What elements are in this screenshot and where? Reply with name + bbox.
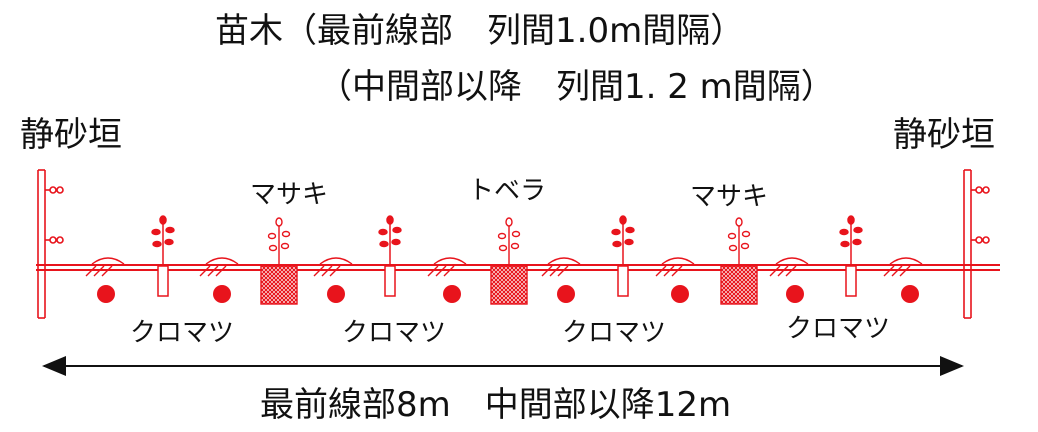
plant-label-kuromatsu-4: クロマツ xyxy=(786,314,891,344)
masaki-shrub-1 xyxy=(260,217,298,305)
title-line-2: （中間部以降 列間1. 2 m間隔） xyxy=(318,67,835,107)
plant-label-kuromatsu-3: クロマツ xyxy=(562,318,667,348)
mounds xyxy=(85,257,923,277)
mound xyxy=(85,257,125,277)
fence-label-left: 静砂垣 xyxy=(20,115,122,155)
plant-label-kuromatsu-1: クロマツ xyxy=(130,318,235,348)
kuromatsu-seedling xyxy=(611,215,635,297)
fence-label-right: 静砂垣 xyxy=(893,115,995,155)
kuromatsu-seedling xyxy=(151,215,175,297)
sand-fence-right xyxy=(963,169,990,319)
mound xyxy=(769,257,809,277)
mound xyxy=(313,257,353,277)
root-balls xyxy=(97,285,919,303)
plant-label-tobera: トベラ xyxy=(468,176,547,206)
dimension-label: 最前線部8m 中間部以降12m xyxy=(260,385,732,425)
plant-label-masaki-1: マサキ xyxy=(250,180,329,210)
shrubs xyxy=(260,217,758,305)
plant-label-masaki-2: マサキ xyxy=(690,182,769,212)
title-line-1: 苗木（最前線部 列間1.0m間隔） xyxy=(215,11,745,51)
mound xyxy=(655,257,695,277)
kuromatsu-seedling xyxy=(378,215,402,297)
mound xyxy=(427,257,467,277)
sand-fence-left xyxy=(37,169,64,319)
kuromatsu-seedling xyxy=(839,215,863,297)
kuromatsu-seedlings xyxy=(151,215,863,297)
mound xyxy=(541,257,581,277)
plant-label-kuromatsu-2: クロマツ xyxy=(342,318,447,348)
mound xyxy=(883,257,923,277)
tobera-shrub xyxy=(490,217,528,305)
mound xyxy=(199,257,239,277)
masaki-shrub-2 xyxy=(720,217,758,305)
